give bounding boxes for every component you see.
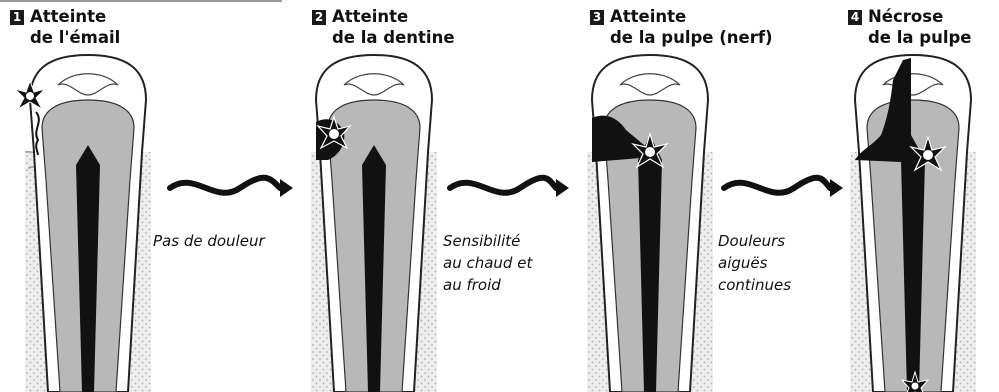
arrow-3-head — [830, 179, 843, 197]
arrow-1 — [170, 178, 280, 193]
arrow-2 — [450, 178, 556, 193]
tooth-4 — [850, 55, 976, 392]
arrow-3 — [724, 178, 830, 193]
tooth-1 — [15, 55, 151, 392]
arrow-1-head — [280, 179, 293, 197]
arrow-2-head — [556, 179, 569, 197]
tooth-2 — [311, 55, 437, 392]
tooth-3 — [587, 55, 713, 392]
